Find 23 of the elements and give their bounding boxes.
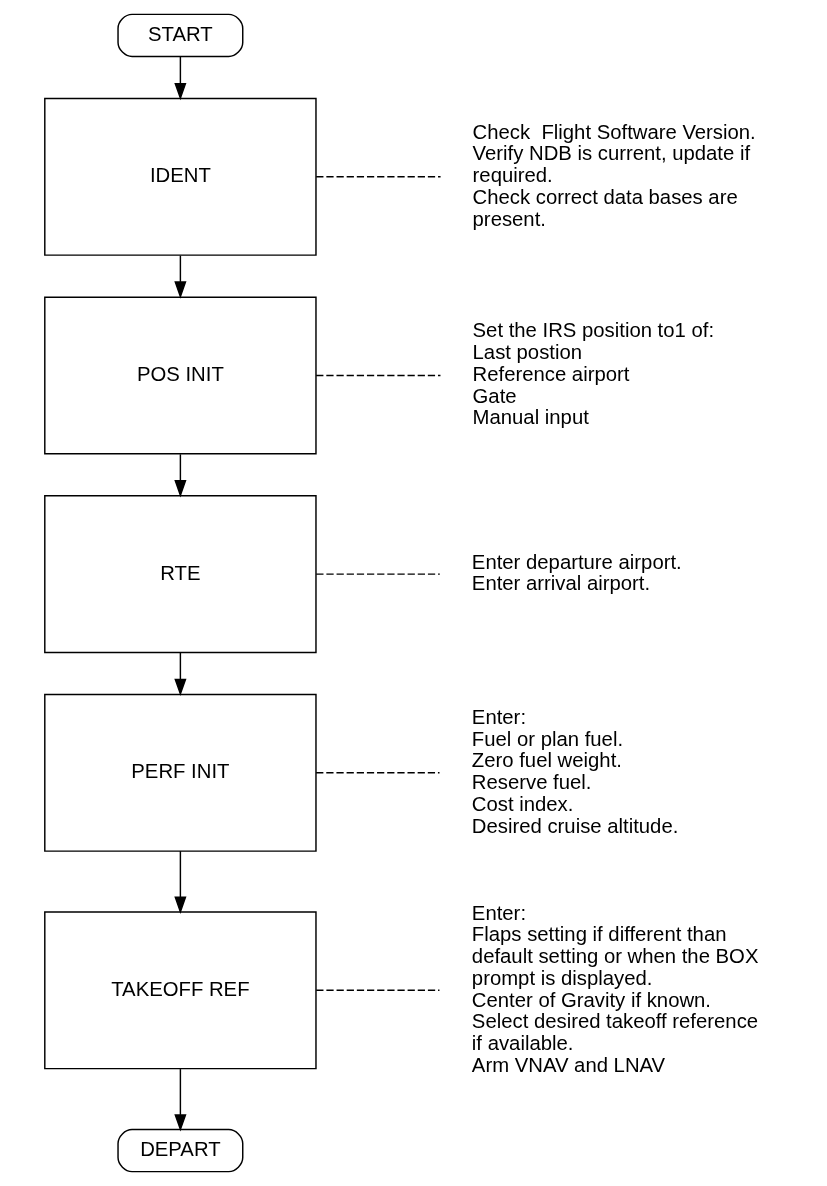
node-text: Enter departure airport. Enter arrival airport.: [471, 550, 682, 595]
arrow: [174, 453, 187, 498]
connector: [315, 176, 442, 178]
arrow: [174, 56, 187, 101]
arrow: [174, 254, 187, 299]
node-text: Enter: Flaps setting if different than default setting or when the BOX prompt is displayed. Center of Gravity if known. Select desired takeoff reference if available. Arm VNAV and LNAV: [471, 901, 759, 1076]
node-box: TAKEOFF REF: [44, 911, 317, 1070]
node-text: Check Flight Software Version. Verify NDB is current, update if required. Check correct data bases are present.: [472, 120, 756, 230]
node-box: DEPART: [117, 1128, 244, 1173]
connector: [315, 374, 442, 377]
node-text: Set the IRS position to1 of: Last postion Reference airport Gate Manual input: [472, 319, 715, 429]
arrow: [174, 1068, 187, 1132]
arrow: [174, 850, 187, 915]
node-box: POS INIT: [44, 296, 317, 455]
node-text: Enter: Fuel or plan fuel. Zero fuel weight. Reserve fuel. Cost index. Desired cruise altitude.: [471, 705, 679, 837]
connector: [315, 989, 441, 992]
node-box: RTE: [44, 495, 317, 654]
connector: [315, 772, 441, 774]
node-box: START: [117, 13, 244, 58]
node-box: IDENT: [44, 97, 317, 256]
arrow: [174, 652, 187, 697]
connector: [315, 573, 441, 575]
node-box: PERF INIT: [44, 693, 317, 852]
